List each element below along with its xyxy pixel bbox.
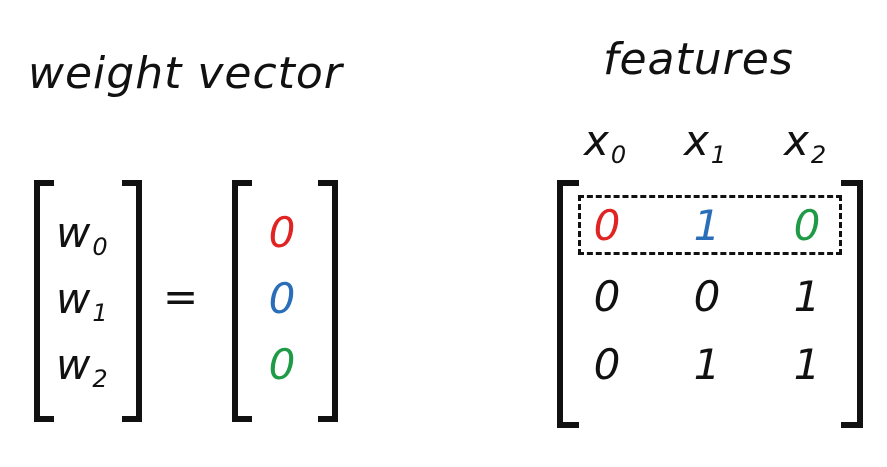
feature-header-x2: x2 [784,116,827,169]
feature-matrix-right-bracket [841,180,863,428]
feature-cell-r2-c0: 0 [593,340,621,389]
weight-value-w1: 0 [268,274,296,323]
highlighted-row-box [578,195,842,255]
feature-cell-r1-c0: 0 [593,272,621,321]
feature-cell-r0-c2: 0 [793,201,821,250]
weight-symbol-w2: w2 [56,340,108,393]
weight-value-w0: 0 [268,208,296,257]
feature-cell-r2-c1: 1 [693,340,721,389]
weight-values-left-bracket [232,180,252,422]
weight-symbols-right-bracket [122,180,142,422]
feature-cell-r1-c2: 1 [793,272,821,321]
weight-symbol-w1: w1 [56,274,108,327]
feature-cell-r0-c1: 1 [693,201,721,250]
weight-symbols-left-bracket [34,180,54,422]
feature-header-x1: x1 [684,116,727,169]
features-title: features [603,34,794,85]
feature-cell-r1-c1: 0 [693,272,721,321]
feature-cell-r2-c2: 1 [793,340,821,389]
feature-matrix-left-bracket [557,180,579,428]
weight-vector-title: weight vector [28,48,343,99]
feature-cell-r0-c0: 0 [593,201,621,250]
weight-values-right-bracket [318,180,338,422]
equals-sign: = [163,272,199,321]
feature-header-x0: x0 [584,116,627,169]
weight-symbol-w0: w0 [56,208,108,261]
weight-value-w2: 0 [268,340,296,389]
